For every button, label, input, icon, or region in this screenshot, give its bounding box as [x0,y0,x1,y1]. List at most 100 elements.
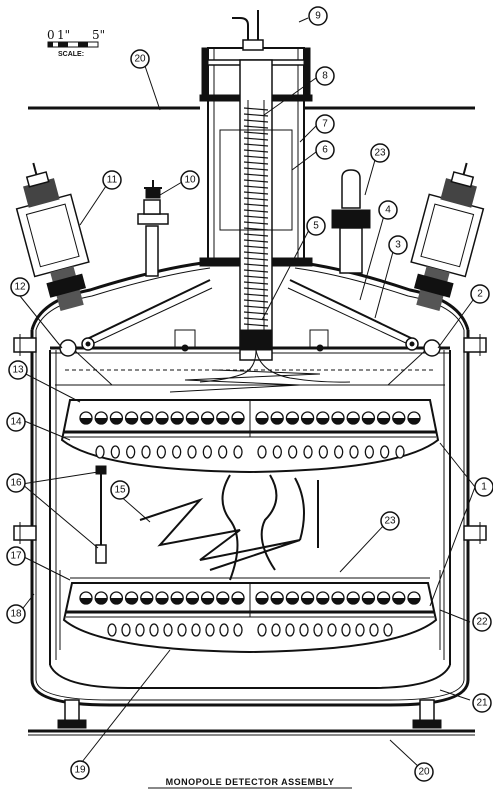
detector-tube-shade [347,598,360,604]
detector-tube [219,623,229,637]
svg-text:8: 8 [322,71,328,82]
support-legs [57,699,442,729]
detector-tube-shade [301,598,314,604]
detector-tube-shade [186,598,199,604]
detector-tube-shade [95,418,108,425]
svg-text:16: 16 [10,478,22,489]
upper-detector-plate [60,369,440,474]
leader-lines [19,17,477,769]
detector-tube [380,445,390,459]
coil-rung [243,113,269,117]
detector-tube [341,623,351,637]
coil-rung [243,281,269,285]
scale-label: SCALE: [58,51,84,58]
coil-rung [243,257,269,261]
callout-15: 15 [110,480,130,500]
svg-text:1: 1 [481,482,487,493]
detector-tube [299,623,309,637]
detector-tube-shade [140,598,153,604]
svg-text:15: 15 [114,485,126,496]
coil-rung [243,287,269,291]
coil-rung [243,131,269,135]
detector-tube-shade [232,418,244,424]
lower-lower-tube-row [107,623,393,637]
detector-tube [121,623,131,637]
detector-tube [272,445,282,459]
coil-rung [243,275,269,279]
detector-tube [163,623,173,637]
detector-tube-shade [216,418,229,425]
detector-tube-shade [110,418,123,425]
detector-tube-shade [301,418,314,425]
zigzag-cable [139,497,301,571]
detector-tube [149,623,159,637]
callout-23-mid: 23 [380,511,400,531]
callout-6: 6 [315,140,335,160]
coil-rung [243,311,269,315]
detector-tube [233,623,243,637]
callout-19: 19 [70,760,90,780]
detector-tube [313,623,323,637]
svg-text:18: 18 [10,609,22,620]
callouts: 9 8 7 6 5 4 3 23 10 11 20 12 2 13 14 16 … [6,6,493,782]
coil-rung [243,107,269,111]
detector-tube-shade [408,598,420,604]
svg-text:22: 22 [476,617,488,628]
detector-tube [141,445,151,459]
callout-12: 12 [10,277,30,297]
svg-text:3: 3 [395,240,401,251]
detector-tube-shade [140,418,153,425]
callout-13: 13 [8,360,28,380]
coil-rung [243,221,269,225]
svg-text:12: 12 [14,282,26,293]
svg-text:19: 19 [74,765,86,776]
coil-rung [243,197,269,201]
callout-9: 9 [308,6,328,26]
coil-rung [243,293,269,297]
coil-rung [243,137,269,141]
detector-tube-shade [392,418,405,425]
svg-text:10: 10 [184,175,196,186]
detector-tube-shade [80,418,92,424]
detector-tube-shade [80,598,92,604]
lower-tube-row [79,591,421,605]
callout-4: 4 [378,200,398,220]
coil-rung [243,125,269,129]
detector-tube-shade [271,418,284,425]
detector-tube [369,623,379,637]
callout-8: 8 [315,66,335,86]
detector-tube-shade [171,598,184,604]
detector-tube-shade [286,418,299,425]
coil-rung [243,245,269,249]
coil-rung [243,167,269,171]
svg-text:6: 6 [322,145,328,156]
callout-23-top: 23 [370,143,390,163]
pmt-housing-right [410,162,485,311]
callout-21: 21 [472,693,492,713]
detector-tube [135,623,145,637]
detector-tube [395,445,405,459]
detector-tube [364,445,374,459]
detector-tube-shade [332,598,344,604]
svg-text:7: 7 [322,119,328,130]
detector-tube-shade [156,418,168,424]
detector-tube-shade [347,418,360,425]
coil-rung [243,149,269,153]
detector-tube-shade [256,598,268,604]
detector-tube [318,445,328,459]
callout-5: 5 [306,216,326,236]
support-rods [95,465,107,564]
detector-tube [187,445,197,459]
coil-rung [243,119,269,123]
detector-tube [205,623,215,637]
coil-rung [243,143,269,147]
callout-17: 17 [6,546,26,566]
detector-tube [327,623,337,637]
coil-rung [243,299,269,303]
coil-rung [243,251,269,255]
svg-text:14: 14 [10,417,22,428]
detector-tube-shade [110,598,123,604]
detector-tube [288,445,298,459]
detector-tube [126,445,136,459]
